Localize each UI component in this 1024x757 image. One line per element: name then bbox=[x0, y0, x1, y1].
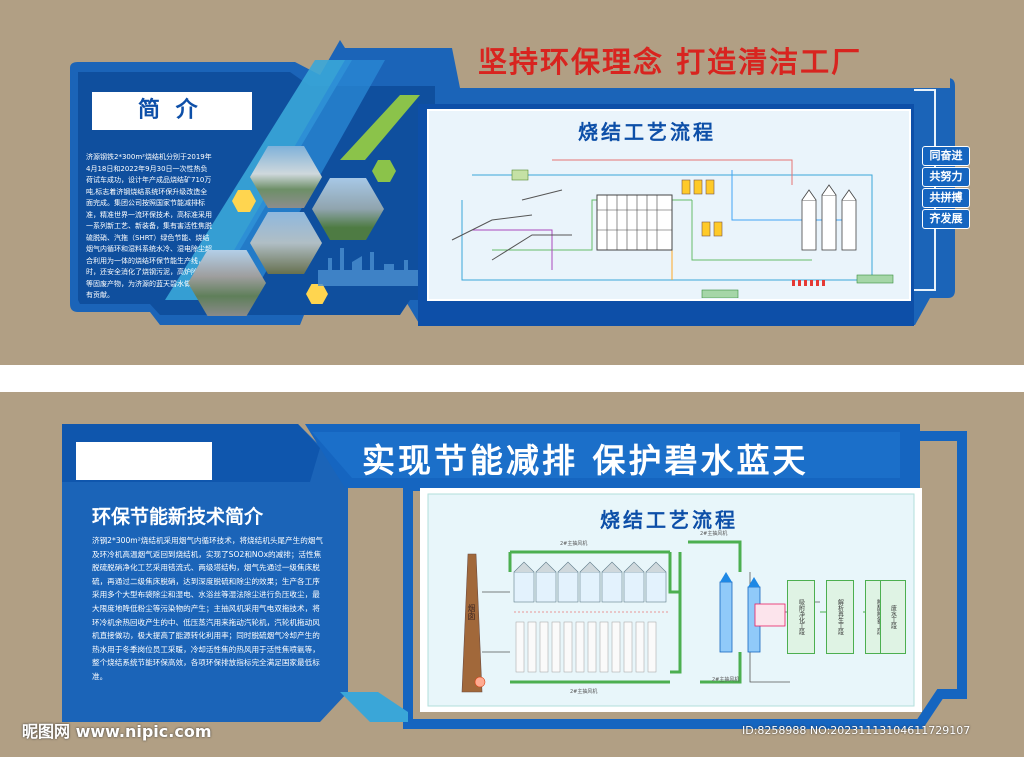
bottom-process-diagram bbox=[461, 540, 875, 693]
flow-step-2: 解析再生工段 bbox=[826, 580, 854, 654]
bottom-intro-heading: 环保节能新技术简介 bbox=[92, 506, 264, 528]
tag-4: 齐发展 bbox=[922, 209, 970, 229]
top-board: 坚持环保理念 打造清洁工厂 简 介 济源钢铁2*300m²烧结机分别于2019年… bbox=[0, 0, 1024, 365]
flow-step-4: 废水工段 bbox=[880, 580, 906, 654]
bottom-slogan: 实现节能减排 保护碧水蓝天 bbox=[362, 441, 809, 480]
yellow-hex-deco bbox=[232, 190, 256, 212]
watermark-id: ID:8258988 NO:20231113104611729107 bbox=[742, 724, 971, 737]
bottom-intro-text: 济钢2*300m²烧结机采用烟气内循环技术，将烧结机头尾产生的烟气及环冷机高温烟… bbox=[92, 536, 323, 681]
pipe-label-1: 2#主抽风机 bbox=[560, 541, 588, 547]
chimney-label: 烟囱 bbox=[467, 604, 476, 620]
top-slogan: 坚持环保理念 打造清洁工厂 bbox=[478, 45, 863, 79]
bottom-logo-placeholder bbox=[76, 442, 212, 480]
top-intro-text: 济源钢铁2*300m²烧结机分别于2019年4月18日和2022年9月30日一次… bbox=[86, 153, 212, 299]
bottom-board-frame bbox=[62, 424, 967, 729]
tag-1: 同奋进 bbox=[922, 146, 970, 166]
pipe-label-3: 2#主抽风机 bbox=[570, 689, 598, 695]
factory-photo-hex-4 bbox=[188, 250, 266, 316]
pipe-label-2: 2#主抽风机 bbox=[700, 531, 728, 537]
flow-step-1: 吸附净化工段 bbox=[787, 580, 815, 654]
pipe-label-4: 2#主抽风机 bbox=[712, 677, 740, 683]
fan-icon bbox=[474, 676, 486, 688]
top-process-diagram bbox=[451, 159, 894, 298]
top-diagram-title: 烧结工艺流程 bbox=[578, 120, 716, 144]
chimney-icon bbox=[461, 553, 483, 693]
tag-2: 共努力 bbox=[922, 167, 970, 187]
bottom-board: 实现节能减排 保护碧水蓝天 环保节能新技术简介 济钢2*300m²烧结机采用烟气… bbox=[0, 392, 1024, 757]
tag-3: 共拼搏 bbox=[922, 188, 970, 208]
top-intro-heading: 简 介 bbox=[138, 98, 202, 123]
green-hex-deco bbox=[372, 160, 396, 182]
yellow-hex-deco-2 bbox=[306, 284, 328, 304]
top-intro-heading-box: 简 介 bbox=[92, 92, 252, 130]
board-divider bbox=[0, 365, 1024, 392]
factory-silhouette-icon bbox=[318, 248, 418, 286]
watermark-logo: 昵图网 www.nipic.com bbox=[22, 722, 212, 741]
bottom-diagram-title: 烧结工艺流程 bbox=[600, 508, 738, 532]
